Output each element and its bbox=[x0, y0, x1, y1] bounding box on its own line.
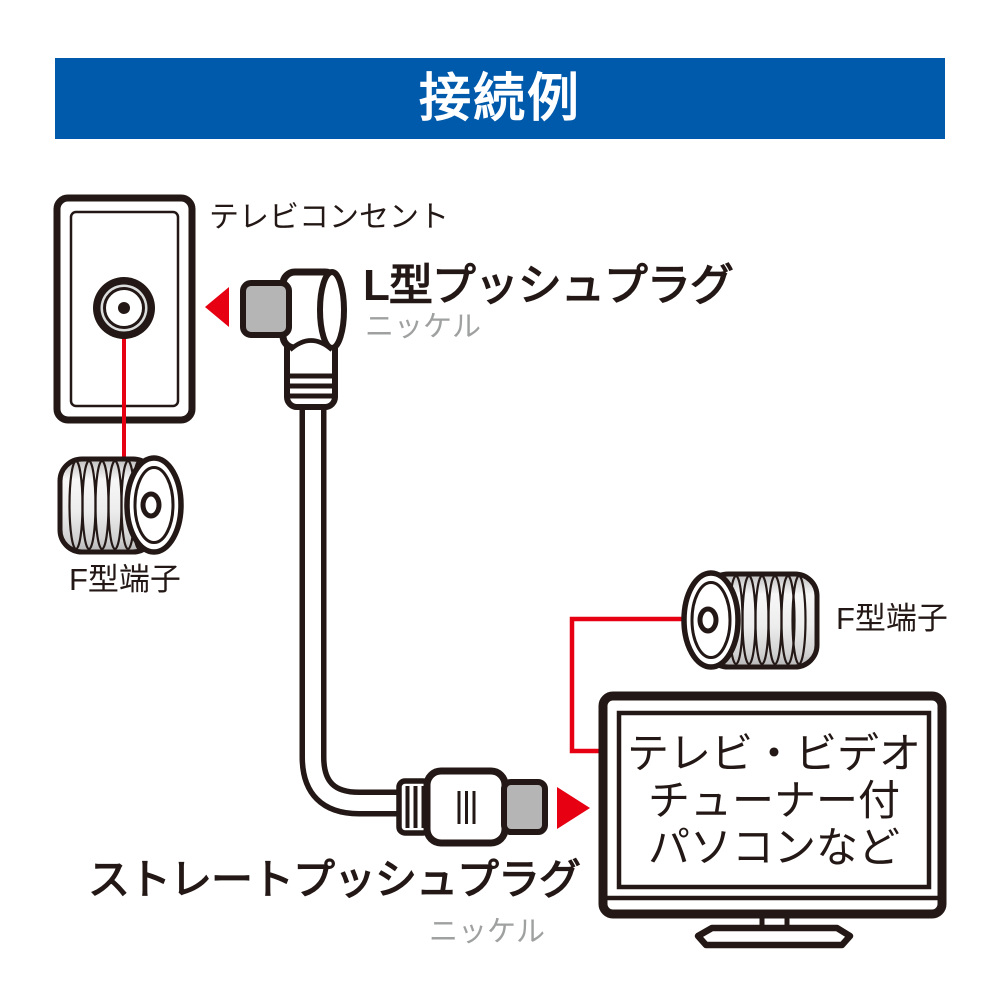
header-bar: 接続例 bbox=[55, 58, 945, 139]
straight-plug-subtitle: ニッケル bbox=[428, 916, 545, 948]
tv-screen-text: テレビ・ビデオ チューナー付 パソコンなど bbox=[619, 713, 929, 887]
device-line-1: テレビ・ビデオ bbox=[626, 729, 921, 777]
tv-outlet-jack bbox=[93, 277, 155, 339]
device-line-2: チューナー付 bbox=[647, 776, 900, 824]
l-plug-illustration bbox=[240, 268, 347, 410]
straight-plug-illustration bbox=[396, 767, 548, 847]
l-plug-title: L型プッシュプラグ bbox=[363, 261, 734, 310]
connection-line-right bbox=[569, 616, 688, 754]
arrow-left-icon bbox=[205, 287, 229, 327]
f-terminal-left-label: F型端子 bbox=[69, 562, 181, 597]
arrow-right-icon bbox=[557, 787, 590, 829]
l-plug-subtitle: ニッケル bbox=[365, 311, 482, 343]
outlet-label: テレビコンセント bbox=[209, 201, 449, 234]
page-title: 接続例 bbox=[418, 69, 581, 128]
f-terminal-left-illustration bbox=[57, 455, 184, 555]
f-terminal-right-label: F型端子 bbox=[836, 601, 948, 636]
straight-plug-title: ストレートプッシュプラグ bbox=[88, 856, 581, 903]
tv-illustration bbox=[598, 691, 947, 949]
coax-cable bbox=[299, 400, 438, 817]
f-terminal-right-illustration bbox=[681, 570, 820, 670]
device-line-3: パソコンなど bbox=[647, 823, 900, 871]
